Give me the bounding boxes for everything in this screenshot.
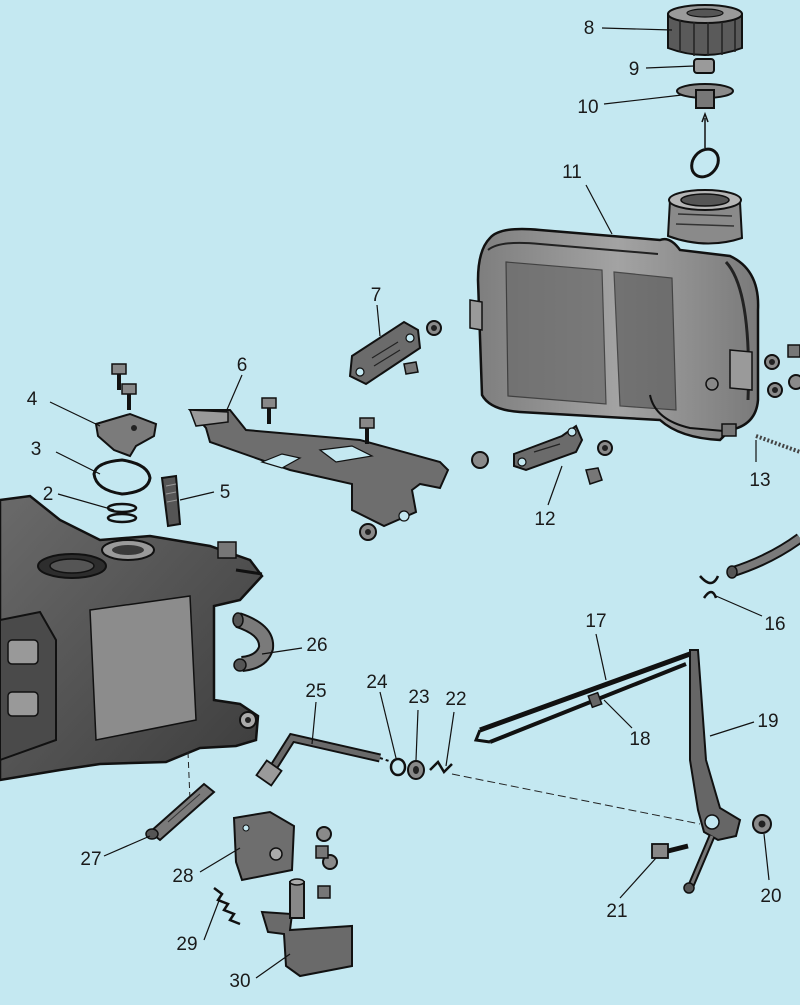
callout-21: 21 — [606, 901, 627, 922]
pin-27-part — [145, 782, 216, 842]
callout-13: 13 — [749, 470, 770, 491]
callout-11: 11 — [562, 162, 582, 183]
callout-3: 3 — [31, 439, 42, 460]
callout-7: 7 — [371, 285, 382, 306]
strainer-cap-part — [676, 83, 734, 109]
callout-30: 30 — [229, 971, 250, 992]
screw-21-part — [651, 843, 689, 859]
screw-set-4-part — [94, 363, 158, 458]
alignment-line — [451, 773, 701, 825]
callout-labels: 2 3 4 5 6 7 8 9 10 11 12 13 16 17 18 19 … — [27, 18, 786, 992]
leader-lines — [49, 27, 770, 979]
washer-24-part — [389, 757, 407, 777]
callout-27: 27 — [80, 849, 101, 870]
o-ring-part — [690, 111, 720, 179]
bracket-12-part — [471, 424, 613, 485]
fuel-tank-part — [469, 189, 760, 442]
callout-4: 4 — [27, 389, 38, 410]
callout-23: 23 — [408, 687, 429, 708]
throttle-lever-19-part — [683, 649, 742, 894]
lever-30-part — [260, 878, 353, 978]
callout-22: 22 — [445, 689, 466, 710]
engine-block-part — [0, 494, 264, 782]
choke-rod-25-part — [255, 732, 393, 787]
callout-26: 26 — [306, 635, 327, 656]
gasket-3-part — [92, 458, 152, 496]
tank-side-nuts-part — [764, 344, 800, 398]
callout-5: 5 — [220, 482, 231, 503]
o-ring-2-part — [106, 502, 138, 524]
fuel-cap-part — [667, 4, 743, 56]
plate-screw — [261, 397, 375, 444]
hose-26-part — [232, 612, 275, 672]
callout-29: 29 — [176, 934, 197, 955]
nut-20-part — [752, 814, 772, 834]
callout-10: 10 — [577, 97, 598, 118]
callout-12: 12 — [534, 509, 555, 530]
alignment-line — [187, 751, 191, 801]
spring-29-part — [213, 887, 241, 926]
throttle-rod-17-part — [473, 651, 691, 744]
callout-18: 18 — [629, 729, 650, 750]
clip-22-part — [429, 759, 453, 775]
fuel-line-part — [699, 434, 800, 599]
callout-24: 24 — [366, 672, 388, 693]
callout-16: 16 — [764, 614, 785, 635]
bracket-7-part — [348, 320, 442, 386]
callout-25: 25 — [305, 681, 326, 702]
callout-28: 28 — [172, 866, 193, 887]
cap-spacer-part — [693, 58, 715, 74]
callout-17: 17 — [585, 611, 606, 632]
mounting-plate-6-part — [187, 397, 450, 541]
bushing-23-part — [407, 760, 425, 780]
bracket-28-part — [232, 810, 338, 899]
callout-19: 19 — [757, 711, 778, 732]
callout-2: 2 — [43, 484, 54, 505]
callout-6: 6 — [237, 355, 248, 376]
callout-9: 9 — [629, 59, 640, 80]
callout-8: 8 — [584, 18, 595, 39]
plate-5-part — [160, 474, 182, 528]
callout-20: 20 — [760, 886, 781, 907]
